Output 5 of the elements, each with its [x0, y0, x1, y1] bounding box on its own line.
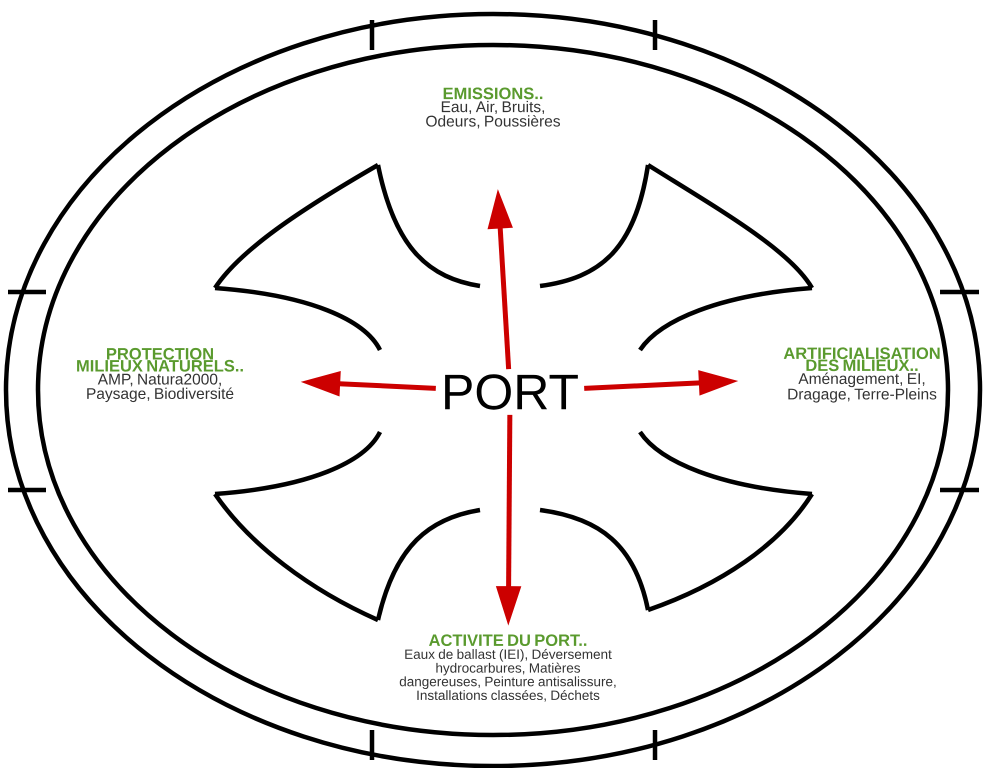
region-text: ACTIVITE DU PORT.. Eaux de ballast (IEI), Déversement hydrocarbures, Matières dangereuses, Peinture antisalissure, Installations classées, Déchets — [400, 634, 616, 702]
region-text: EMISSIONS.. Eau, Air, Bruits, Odeurs, Poussières — [426, 88, 560, 128]
region-text: ARTIFICIALISATION DES MILIEUX.. Aménagement, EI, Dragage, Terre-Pleins — [784, 347, 940, 403]
center-label: PORT — [439, 372, 581, 412]
region-text: PROTECTION MILIEUX NATURELS.. AMP, Natura2000, Paysage, Biodiversité — [77, 348, 243, 402]
